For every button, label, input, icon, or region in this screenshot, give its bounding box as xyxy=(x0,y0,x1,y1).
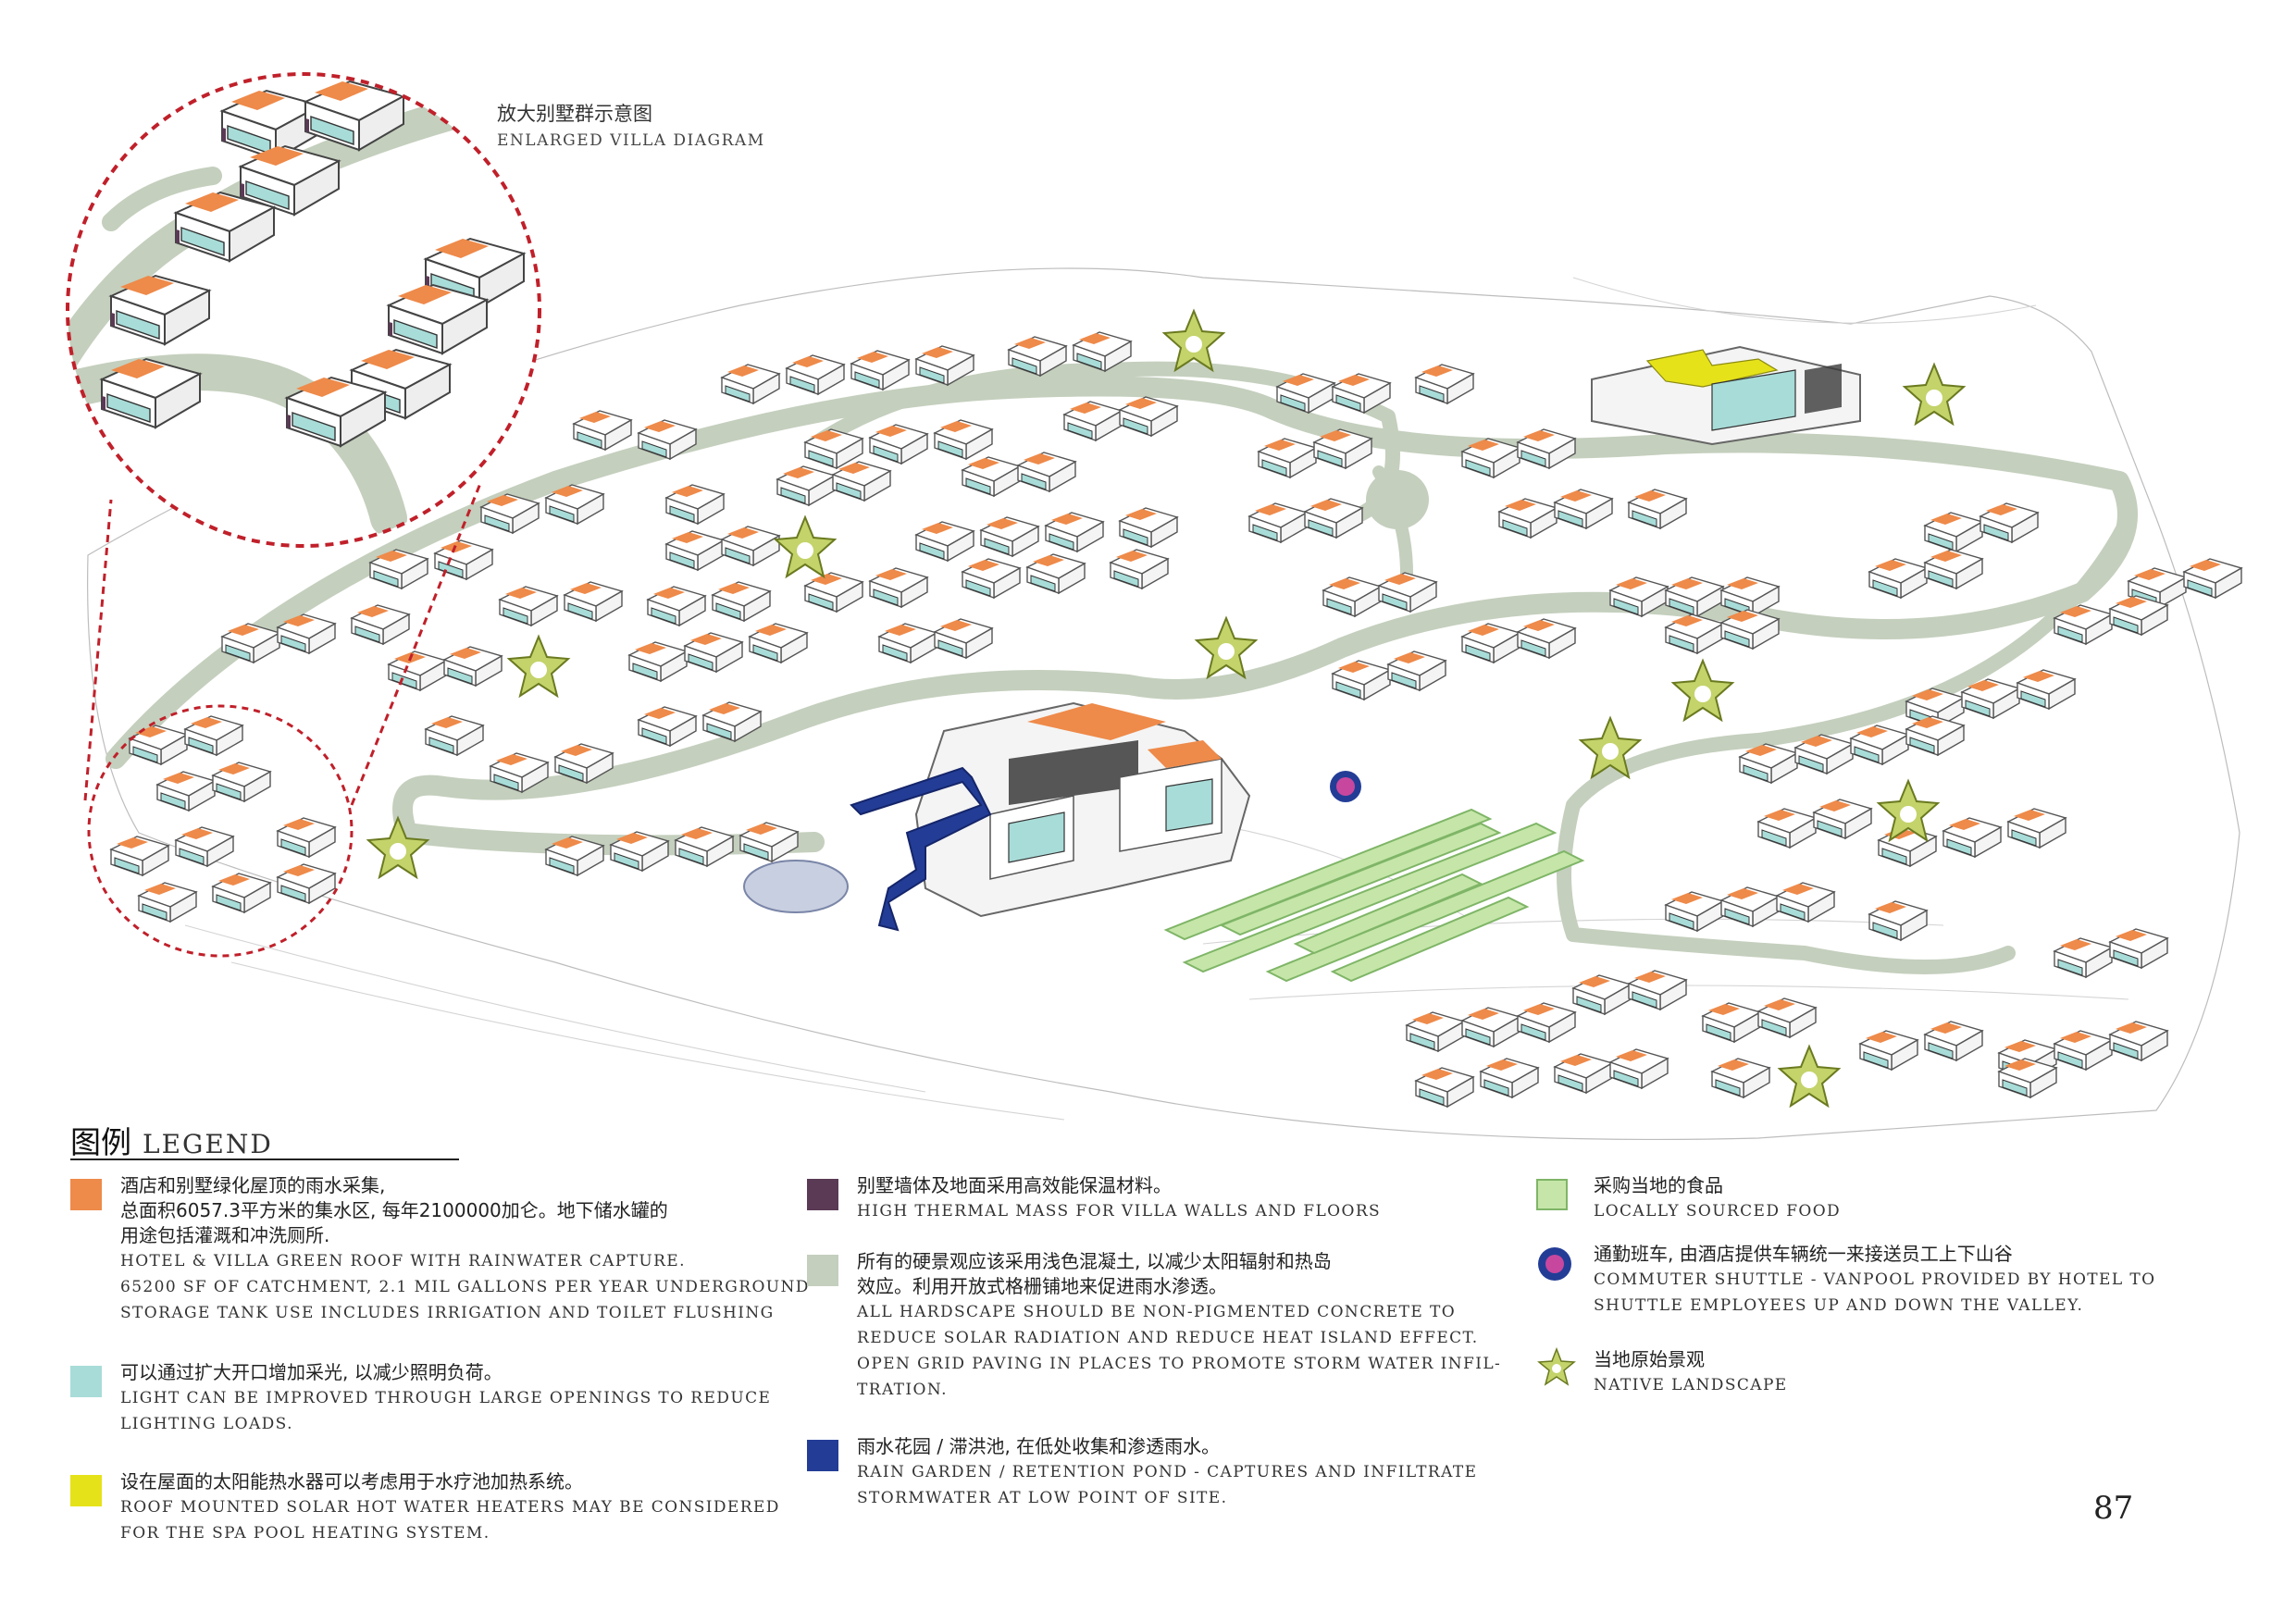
legend-text-cn: 雨水花园 / 滞洪池, 在低处收集和渗透雨水。 xyxy=(857,1435,1221,1457)
blue-swatch xyxy=(807,1440,838,1471)
enlarged-title-cn: 放大别墅群示意图 xyxy=(497,103,652,125)
legend-title: 图例 LEGEND xyxy=(70,1118,273,1162)
legend-text-cn: 可以通过扩大开口增加采光, 以减少照明负荷。 xyxy=(120,1361,503,1383)
purple-swatch xyxy=(807,1179,838,1210)
enlarged-title-en: ENLARGED VILLA DIAGRAM xyxy=(497,131,765,150)
legend-text-en: ALL HARDSCAPE SHOULD BE NON-PIGMENTED CO… xyxy=(857,1303,1502,1399)
legend-text-cn: 酒店和别墅绿化屋顶的雨水采集, 总面积6057.3平方米的集水区, 每年2100… xyxy=(120,1174,668,1246)
legend-text-en: ROOF MOUNTED SOLAR HOT WATER HEATERS MAY… xyxy=(120,1498,780,1542)
legend-title-cn: 图例 xyxy=(70,1124,131,1160)
legend-title-en: LEGEND xyxy=(143,1129,273,1159)
legend-text-en: LIGHT CAN BE IMPROVED THROUGH LARGE OPEN… xyxy=(120,1389,772,1433)
star-icon xyxy=(1537,1347,1576,1386)
legend-text-en: NATIVE LANDSCAPE xyxy=(1594,1376,1788,1394)
legend-rule xyxy=(70,1158,459,1160)
orange-swatch xyxy=(70,1179,102,1210)
green-swatch xyxy=(1536,1179,1568,1210)
enlarged-villa-zoom xyxy=(66,72,541,958)
legend-text-cn: 当地原始景观 xyxy=(1594,1348,1705,1370)
legend-text-cn: 设在屋面的太阳能热水器可以考虑用于水疗池加热系统。 xyxy=(120,1470,583,1493)
food-fields xyxy=(1163,808,1585,983)
legend-text-en: RAIN GARDEN / RETENTION POND - CAPTURES … xyxy=(857,1463,1478,1507)
legend-text-cn: 所有的硬景观应该采用浅色混凝土, 以减少太阳辐射和热岛 效应。利用开放式格栅铺地… xyxy=(857,1250,1332,1297)
legend-text-en: HOTEL & VILLA GREEN ROOF WITH RAINWATER … xyxy=(120,1252,810,1322)
legend-text-en: LOCALLY SOURCED FOOD xyxy=(1594,1202,1842,1220)
legend-text-en: COMMUTER SHUTTLE - VANPOOL PROVIDED BY H… xyxy=(1594,1270,2156,1315)
spa-building xyxy=(1591,345,1861,446)
legend-text-cn: 采购当地的食品 xyxy=(1594,1174,1723,1196)
legend-text-en: HIGH THERMAL MASS FOR VILLA WALLS AND FL… xyxy=(857,1202,1382,1220)
hotel-complex xyxy=(914,701,1251,918)
yellow-swatch xyxy=(70,1475,102,1506)
plaza xyxy=(1366,470,1429,529)
shuttle-icon xyxy=(1538,1247,1571,1281)
grey-swatch xyxy=(807,1255,838,1286)
legend-text-cn: 通勤班车, 由酒店提供车辆统一来接送员工上下山谷 xyxy=(1594,1243,2013,1265)
legend-text-cn: 别墅墙体及地面采用高效能保温材料。 xyxy=(857,1174,1172,1196)
page-number: 87 xyxy=(2093,1490,2134,1527)
cyan-swatch xyxy=(70,1366,102,1397)
rain-garden xyxy=(743,766,992,932)
shuttle-stop xyxy=(1330,771,1361,802)
